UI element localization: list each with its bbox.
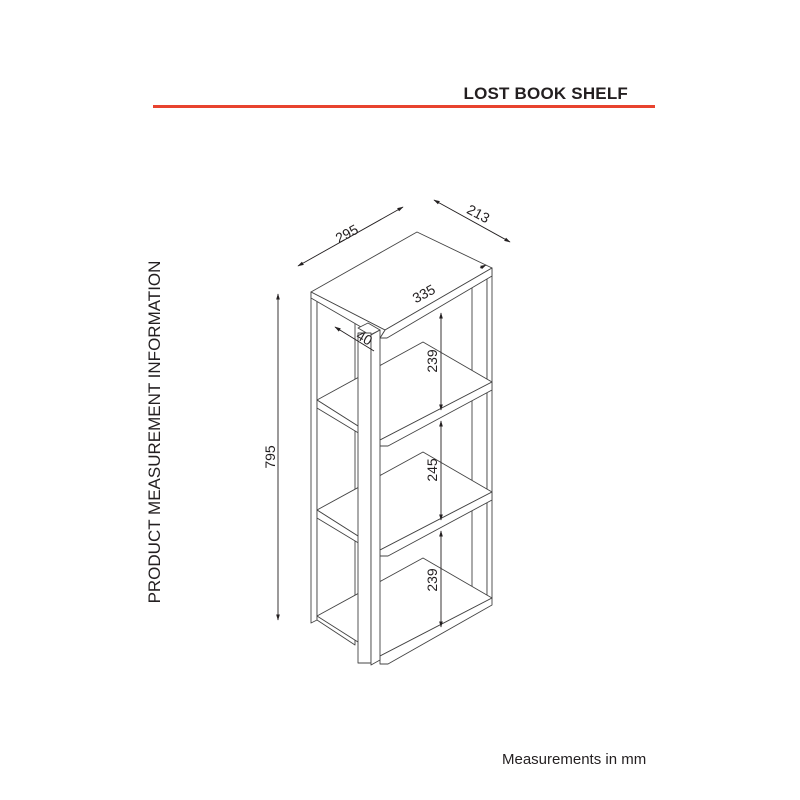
dim-gap-bottom: 239 (424, 568, 440, 592)
dim-line-depth (433, 199, 511, 243)
dim-gap-top: 239 (424, 349, 440, 373)
dim-line-thickness (334, 326, 375, 352)
dim-height: 795 (262, 445, 278, 469)
dim-line-shelf-length (479, 264, 487, 270)
front-post (357, 322, 381, 666)
page-title: LOST BOOK SHELF (463, 84, 628, 103)
dim-depth: 213 (464, 201, 492, 226)
dim-thickness: 40 (354, 327, 376, 349)
dim-line-width (297, 206, 404, 267)
dim-gap-middle: 245 (424, 458, 440, 482)
left-post (310, 291, 356, 646)
dim-width: 295 (333, 221, 361, 246)
accent-divider (153, 105, 655, 108)
back-post (471, 261, 493, 601)
footer-note: Measurements in mm (502, 751, 647, 768)
